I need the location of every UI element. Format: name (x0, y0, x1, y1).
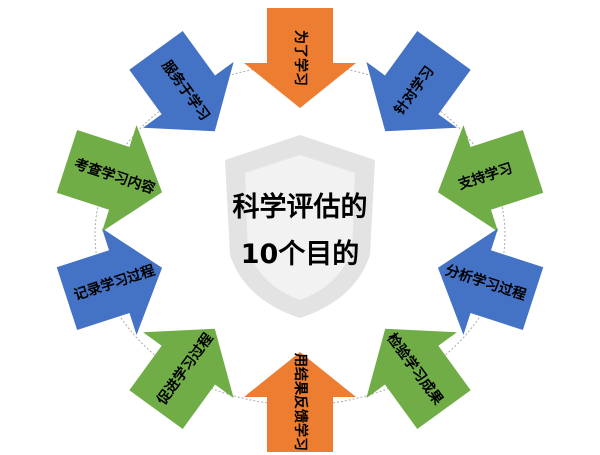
purpose-arrow: 记录学习过程 (56, 228, 163, 335)
purpose-arrow: 分析学习过程 (437, 228, 544, 335)
purpose-arrow: 针对学习 (366, 30, 471, 132)
arrow-shape (56, 228, 163, 335)
purpose-arrow: 检验学习成果 (366, 328, 471, 430)
arrow-shape (56, 125, 163, 232)
arrow-shape (366, 328, 471, 430)
shield-logo (225, 135, 375, 318)
arrow-shape (129, 328, 234, 430)
purpose-arrow: 为了学习 (244, 8, 356, 108)
purpose-arrow: 用结果反馈学习 (244, 352, 356, 452)
arrow-shape (244, 352, 356, 452)
purpose-arrow: 促进学习过程 (129, 328, 234, 430)
arrow-shape (437, 228, 544, 335)
title-line-1: 科学评估的 (232, 192, 368, 223)
purpose-arrow: 支持学习 (437, 125, 544, 232)
arrow-shape (437, 125, 544, 232)
arrow-shape (366, 30, 471, 132)
purpose-label: 用结果反馈学习 (292, 353, 309, 451)
arrow-shape (129, 30, 234, 132)
purpose-arrow: 服务于学习 (129, 30, 234, 132)
purpose-arrow: 考查学习内容 (56, 125, 163, 232)
arrow-shape (244, 8, 356, 108)
purpose-label: 为了学习 (292, 30, 309, 86)
title-line-2: 10个目的 (240, 239, 360, 270)
